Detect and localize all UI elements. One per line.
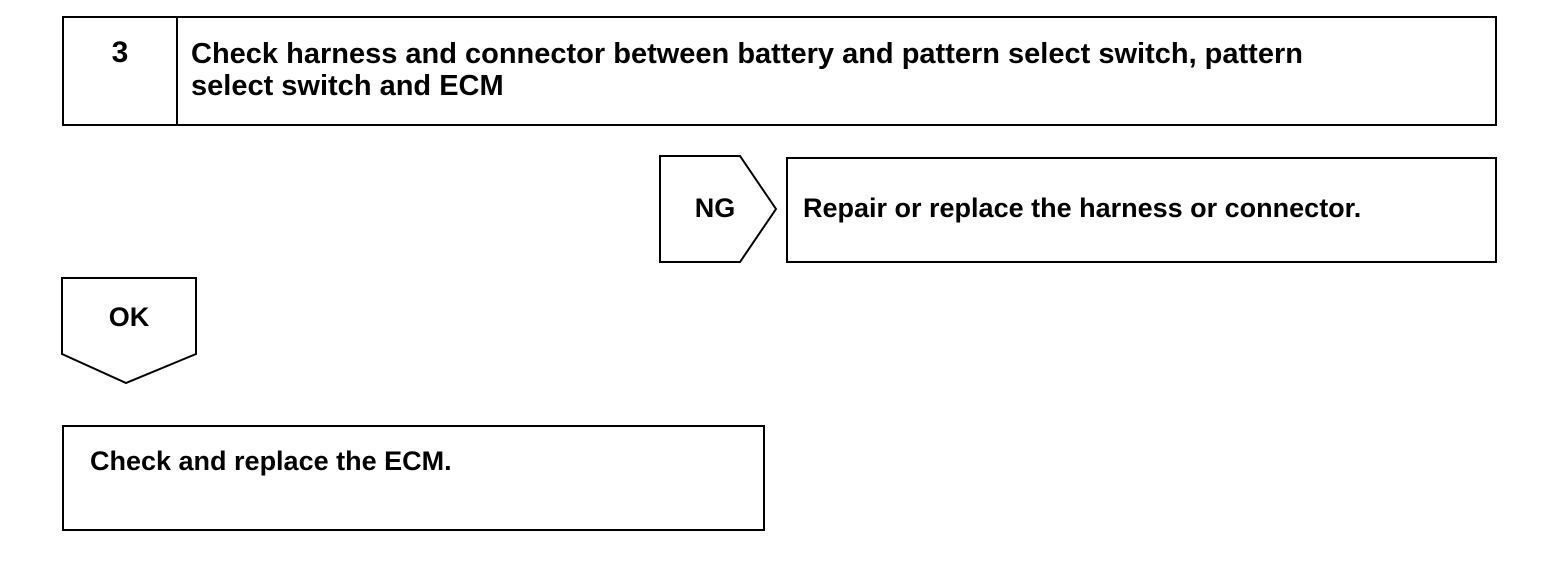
step-number: 3	[111, 36, 129, 69]
step-title-line-2: select switch and ECM	[191, 70, 504, 102]
ng-label: NG	[694, 193, 736, 223]
ok-action-text: Check and replace the ECM.	[90, 446, 452, 476]
ng-action-box	[786, 157, 1497, 263]
ng-action-text: Repair or replace the harness or connect…	[803, 193, 1362, 223]
step-header-divider	[176, 16, 178, 126]
step-title-line-1: Check harness and connector between batt…	[191, 38, 1303, 70]
step-header-box	[62, 16, 1497, 126]
ok-label: OK	[108, 302, 150, 332]
ok-action-box	[62, 425, 765, 531]
